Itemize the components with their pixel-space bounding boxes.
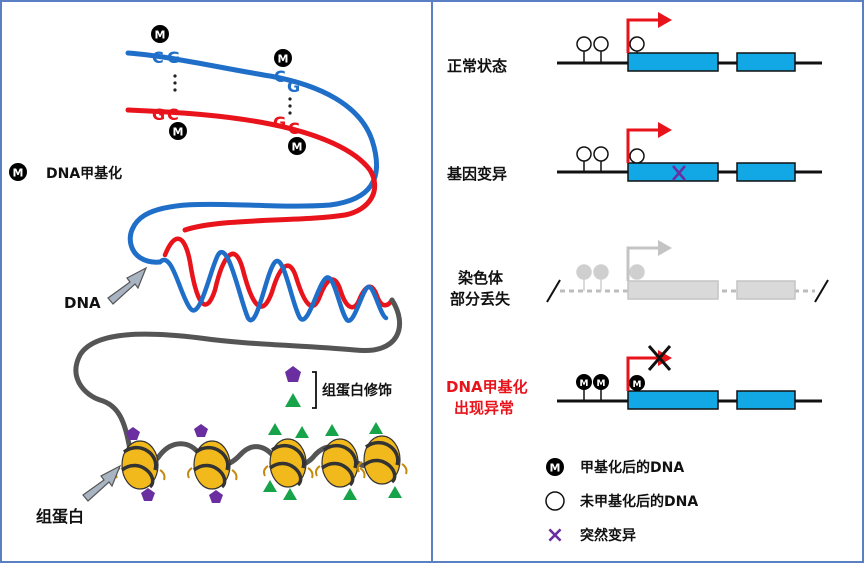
row-abnormal-label-line2: 出现异常 <box>454 399 514 417</box>
svg-text:M: M <box>597 379 606 389</box>
methyl-marker-1: M <box>151 25 169 43</box>
svg-text:M: M <box>13 167 24 180</box>
base-c-top-left: C <box>152 48 164 67</box>
histone-label: 组蛋白 <box>36 507 84 526</box>
row-deletion-exon-2 <box>736 280 796 300</box>
histone-modification-label: 组蛋白修饰 <box>322 382 392 399</box>
legend-methylation-label: DNA甲基化 <box>46 165 122 182</box>
legend-methyl-symbol <box>9 163 27 181</box>
legend-purple-pentagon <box>285 366 301 382</box>
svg-text:M: M <box>633 380 642 390</box>
deletion-break-left <box>546 279 561 303</box>
row-deletion-label-line1: 染色体 <box>457 269 504 287</box>
nucleosome-5 <box>362 435 401 485</box>
row-mutation-unmethylated-sites <box>576 146 645 172</box>
legend-unmethylated-label: 未甲基化后的DNA <box>580 493 698 510</box>
deletion-break-right <box>814 279 829 303</box>
base-c-bottom-right: C <box>288 119 300 138</box>
base-g-top-left: G <box>167 48 180 67</box>
dna-arrow <box>107 266 148 305</box>
row-deletion: 染色体 部分丢失 <box>450 240 829 308</box>
svg-text:M: M <box>292 141 303 154</box>
row-deletion-arrowhead <box>658 240 672 256</box>
row-abnormal-exon-2 <box>736 390 796 410</box>
row-abnormal-label-line1: DNA甲基化 <box>446 378 528 396</box>
row-deletion-sites <box>576 264 645 291</box>
blocked-transcription-mark <box>647 345 672 371</box>
legend-bracket <box>312 371 317 409</box>
base-pair-dots-left <box>173 74 177 92</box>
row-normal: 正常状态 <box>447 12 822 75</box>
legend-mutation-label: 突然变异 <box>580 527 636 544</box>
row-abnormal-tss-arrow <box>626 356 660 391</box>
row-mutation-label: 基因变异 <box>446 165 507 183</box>
legend-methylated-symbol <box>546 458 564 476</box>
row-normal-label: 正常状态 <box>447 57 507 75</box>
row-abnormal-methylated-sites: M M M <box>576 374 645 401</box>
row-mutation-exon-1 <box>627 162 719 182</box>
svg-text:M: M <box>155 29 166 42</box>
green-modifications <box>263 422 402 500</box>
base-g-bottom-right: G <box>273 113 286 132</box>
row-mutation-tss-arrow <box>626 128 660 163</box>
purple-modifications <box>126 424 223 503</box>
dna-label: DNA <box>64 294 101 312</box>
legend-unmethylated-symbol <box>545 491 565 511</box>
svg-text:M: M <box>173 126 184 139</box>
row-deletion-tss-arrow <box>626 246 660 281</box>
row-normal-exon-1 <box>627 52 719 72</box>
row-mutation-arrowhead <box>658 122 672 138</box>
dna-red-strand <box>125 107 378 233</box>
methyl-marker-2: M <box>169 122 187 140</box>
row-abnormal-exon-1 <box>627 390 719 410</box>
nucleosome-4 <box>320 438 359 488</box>
row-deletion-label-line2: 部分丢失 <box>450 290 511 308</box>
base-pair-dots-right <box>288 97 292 115</box>
legend-unmethylated-item: 未甲基化后的DNA <box>545 491 698 511</box>
legend-mutation-item: × 突然变异 <box>546 523 636 548</box>
legend-methylated-label: 甲基化后的DNA <box>580 459 684 476</box>
legend-green-triangle <box>285 393 301 407</box>
row-mutation: 基因变异 <box>446 122 822 183</box>
histone-arrow <box>82 464 122 502</box>
legend-mutation-symbol: × <box>546 523 564 548</box>
svg-text:M: M <box>580 379 589 389</box>
row-normal-arrowhead <box>658 12 672 28</box>
left-panel: C G G C C G G C M M M M <box>9 25 408 526</box>
row-abnormal-methylation: DNA甲基化 出现异常 M M M <box>446 345 822 417</box>
nucleosome-3 <box>268 438 307 488</box>
methyl-marker-3: M <box>274 49 292 67</box>
right-panel: 正常状态 基因变异 <box>446 12 829 548</box>
methyl-marker-4: M <box>288 137 306 155</box>
base-g-top-right: G <box>287 77 300 96</box>
right-legend: M 甲基化后的DNA 未甲基化后的DNA × 突然变异 <box>545 458 698 548</box>
row-normal-exon-2 <box>736 52 796 72</box>
nucleosome-1 <box>120 440 159 490</box>
base-c-top-right: C <box>274 67 286 86</box>
row-normal-unmethylated-sites <box>576 36 645 63</box>
legend-methylation: M DNA甲基化 <box>9 163 122 182</box>
base-c-bottom-left: C <box>167 105 179 124</box>
histone-modification-legend: 组蛋白修饰 <box>285 366 392 409</box>
nucleosome-2 <box>192 440 231 490</box>
svg-text:M: M <box>278 53 289 66</box>
histone-tails <box>115 461 408 481</box>
legend-methylated-item: M 甲基化后的DNA <box>546 458 684 476</box>
row-normal-tss-arrow <box>626 18 660 53</box>
svg-text:M: M <box>550 462 561 475</box>
helix-blue-strand <box>157 249 389 323</box>
base-g-bottom-left: G <box>152 105 165 124</box>
row-mutation-exon-2 <box>736 162 796 182</box>
mutation-mark <box>672 165 686 181</box>
row-deletion-exon-1 <box>627 280 719 300</box>
